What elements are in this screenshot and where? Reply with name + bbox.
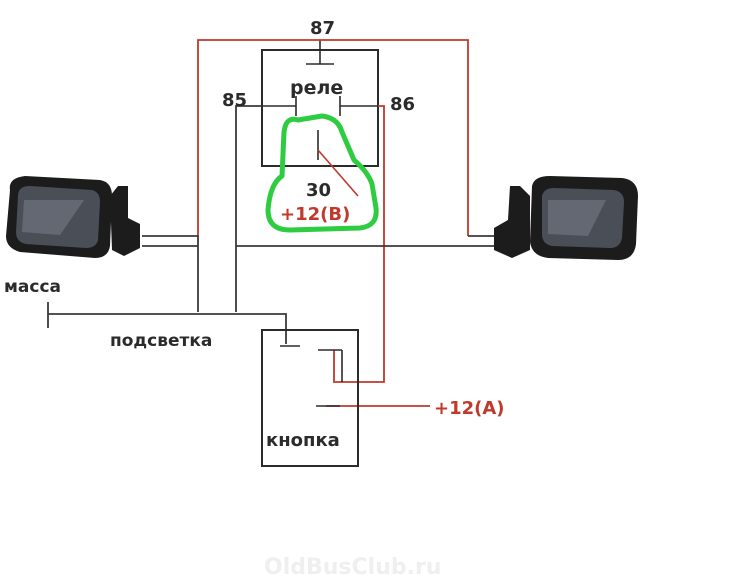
button-box bbox=[261, 329, 359, 467]
pin-85-label: 85 bbox=[222, 90, 247, 111]
left-mirror bbox=[6, 176, 140, 258]
ground-label: масса bbox=[4, 277, 61, 297]
button-contacts bbox=[280, 345, 343, 407]
backlight-label: подсветка bbox=[110, 331, 212, 351]
dark-wires bbox=[47, 105, 494, 344]
pin-87-label: 87 bbox=[310, 18, 335, 39]
pin-30-label: 30 bbox=[306, 180, 331, 201]
highlight-outline bbox=[265, 113, 379, 233]
relay-30-switch-wire bbox=[317, 149, 359, 197]
watermark: OldBusClub.ru bbox=[264, 555, 441, 580]
red-wires bbox=[197, 39, 469, 407]
button-label: кнопка bbox=[266, 430, 340, 451]
supply-a-label: +12(A) bbox=[434, 398, 505, 419]
relay-label: реле bbox=[290, 77, 343, 99]
relay-box bbox=[261, 49, 379, 167]
right-mirror bbox=[494, 176, 638, 260]
supply-b-label: +12(B) bbox=[280, 204, 350, 225]
relay-contacts bbox=[262, 40, 378, 160]
pin-86-label: 86 bbox=[390, 94, 415, 115]
